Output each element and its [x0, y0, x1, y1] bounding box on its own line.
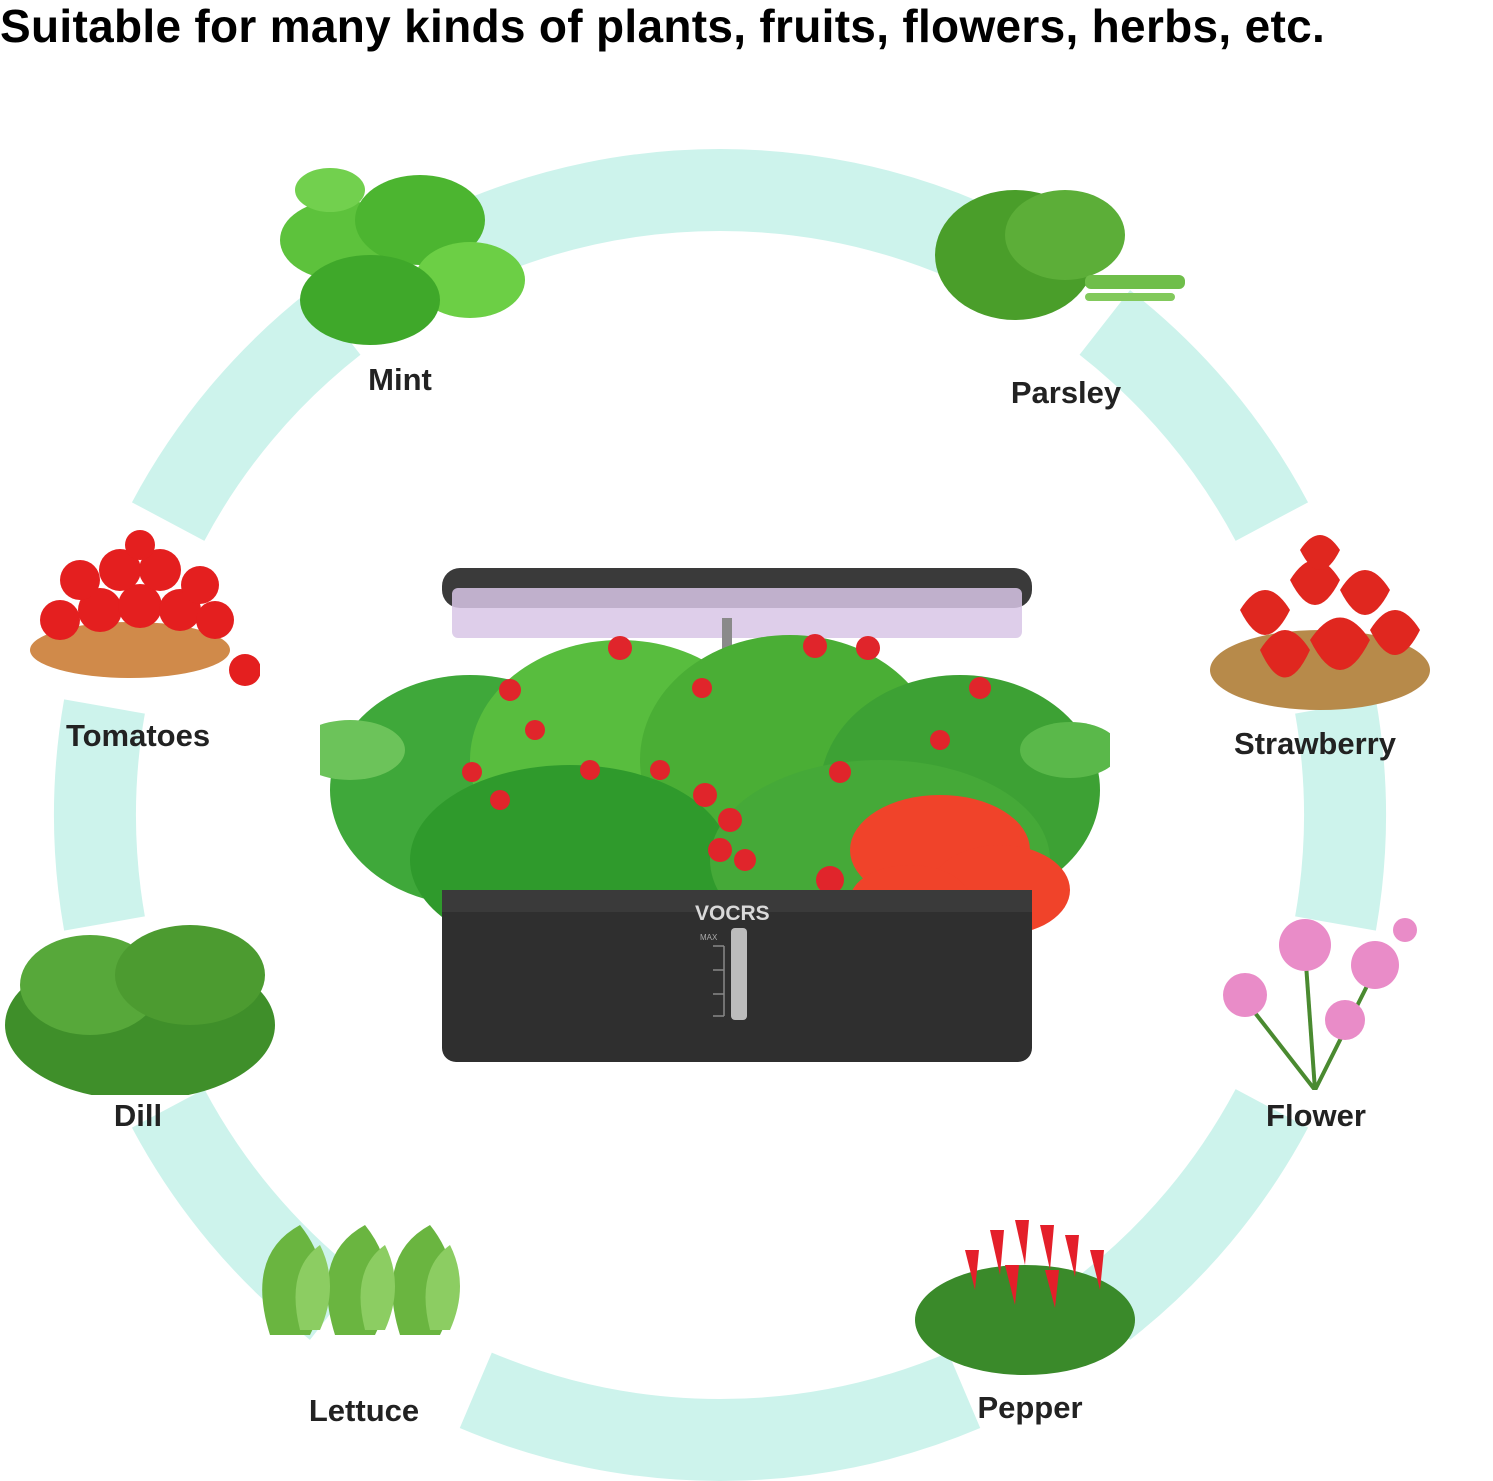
flower-image [1223, 918, 1417, 1090]
label-tomatoes: Tomatoes [65, 718, 211, 753]
ring-arc-segment [1295, 699, 1386, 931]
ring-arc-segment [54, 699, 145, 931]
mint-image [280, 168, 525, 345]
gauge-max-label: MAX [700, 933, 718, 942]
label-lettuce: Lettuce [308, 1393, 420, 1428]
dill-image [5, 925, 275, 1095]
berries [462, 634, 991, 944]
brand-label: VOCRS [695, 902, 770, 925]
hydroponic-garden-image: MAX VOCRS [320, 568, 1110, 1062]
headline: Suitable for many kinds of plants, fruit… [0, 0, 1326, 52]
parsley-image [935, 190, 1185, 320]
label-mint: Mint [368, 362, 432, 397]
ring-arc-segment [1079, 290, 1309, 542]
lettuce-image [262, 1225, 460, 1335]
ring-arc-segment [459, 149, 981, 278]
label-flower: Flower [1266, 1098, 1366, 1133]
pepper-image [915, 1220, 1135, 1375]
label-parsley: Parsley [1010, 375, 1122, 410]
strawberry-image [1210, 535, 1430, 710]
label-dill: Dill [113, 1098, 163, 1133]
ring-arc-segment [1079, 1088, 1309, 1340]
ring-arc-segment [459, 1352, 981, 1481]
tomatoes-image [30, 530, 260, 686]
ring-arc-segment [131, 290, 361, 542]
label-strawberry: Strawberry [1234, 726, 1396, 761]
label-pepper: Pepper [977, 1390, 1083, 1425]
